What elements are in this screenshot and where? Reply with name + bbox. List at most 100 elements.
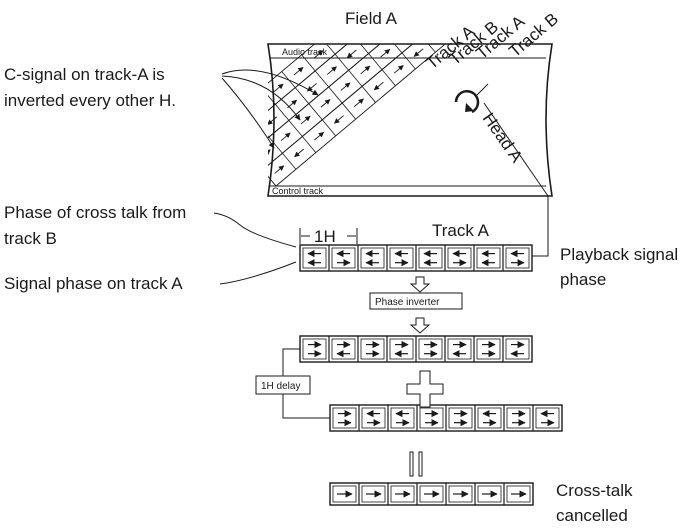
track-phase-arrow	[333, 115, 344, 124]
phase-inverter-box: Phase inverter	[369, 292, 463, 310]
plus-icon	[406, 370, 444, 408]
signal-cell	[389, 338, 414, 360]
signal-cell	[360, 247, 385, 269]
signal-cell	[419, 407, 444, 429]
signal-cell	[331, 247, 356, 269]
track-phase-arrow	[367, 33, 376, 41]
signal-cell	[506, 407, 531, 429]
head-output-line	[532, 196, 549, 257]
track-cell-divider	[428, 3, 441, 19]
c-signal-text-1: C-signal on track-A is	[4, 65, 165, 84]
track-phase-arrow	[326, 66, 337, 75]
phase-inverter-label: Phase inverter	[375, 297, 440, 308]
signal-cell	[332, 407, 357, 429]
track-phase-arrow	[313, 50, 324, 59]
signal-cell	[389, 247, 414, 269]
track-phase-arrow	[340, 82, 351, 91]
track-phase-arrow	[314, 131, 325, 141]
down-arrow-icon	[409, 276, 431, 293]
track-phase-arrow	[294, 148, 305, 158]
signal-phase-pointer	[219, 261, 297, 285]
signal-cell	[477, 485, 502, 503]
field-title: Field A	[345, 9, 398, 28]
signal-cell	[419, 485, 444, 503]
tape: Audio track Control track	[267, 43, 553, 197]
result-row	[329, 482, 534, 506]
track-phase-arrow	[374, 0, 383, 8]
track-cell-divider	[302, 136, 317, 153]
track-phase-arrow	[413, 48, 424, 57]
track-cell-divider	[321, 119, 337, 137]
track-cell-divider	[268, 94, 276, 105]
one-h-dimension: 1H	[299, 227, 358, 246]
signal-cell	[476, 338, 501, 360]
signal-cell	[535, 407, 560, 429]
c-signal-text-2: inverted every other H.	[4, 91, 176, 110]
track-cell-divider	[282, 152, 297, 170]
track-cell-divider	[341, 102, 356, 120]
track-phase-arrow	[373, 81, 384, 91]
signal-cell	[332, 485, 357, 503]
track-phase-arrow	[293, 66, 304, 76]
track-phase-arrow	[440, 0, 449, 7]
track-phase-arrow	[393, 65, 404, 74]
track-cell-divider	[361, 86, 376, 103]
track-a-row-label: Track A	[432, 221, 490, 240]
track-cell-divider	[308, 103, 323, 121]
signal-cell	[361, 407, 386, 429]
track-phase-arrow	[434, 32, 443, 40]
track-phase-arrow	[273, 83, 284, 93]
track-cell-divider	[401, 52, 416, 70]
track-phase-arrow	[248, 134, 257, 142]
track-cell-divider	[334, 53, 349, 71]
track-cell-divider	[415, 0, 428, 3]
track-phase-arrow	[474, 0, 483, 6]
signal-cell	[448, 485, 473, 503]
c-signal-pointers	[221, 69, 319, 149]
track-phase-arrow	[454, 15, 463, 23]
playback-text-2: phase	[560, 270, 606, 289]
delayed-row	[329, 404, 563, 432]
track-cell-divider	[294, 87, 310, 104]
track-phase-arrow	[380, 49, 391, 58]
crosstalk-text-1: Phase of cross talk from	[4, 203, 186, 222]
track-phase-arrow	[420, 16, 429, 24]
track-phase-arrow	[254, 101, 263, 109]
down-arrow-icon	[409, 317, 431, 334]
signal-cell	[418, 338, 443, 360]
track-phase-arrow	[268, 116, 278, 125]
head-a-icon	[454, 83, 549, 197]
signal-cell	[448, 407, 473, 429]
signal-cell	[390, 407, 415, 429]
track-cell-divider	[448, 0, 461, 3]
flow-arrows	[409, 276, 431, 334]
signal-cell	[331, 338, 356, 360]
signal-phase-text: Signal phase on track A	[4, 274, 183, 293]
track-strip	[268, 44, 446, 187]
signal-cell	[361, 485, 386, 503]
track-phase-arrow	[274, 165, 285, 174]
signal-cell	[505, 247, 530, 269]
track-cell-divider	[328, 86, 343, 104]
result-text-2: cancelled	[556, 506, 628, 525]
track-phase-arrow	[360, 65, 371, 75]
control-track-label: Control track	[272, 186, 324, 196]
track-cell-divider	[348, 70, 363, 87]
signal-cell	[506, 485, 531, 503]
track-cell-divider	[275, 104, 290, 121]
signal-cell	[476, 247, 501, 269]
result-text-1: Cross-talk	[556, 481, 633, 500]
track-cell-divider	[359, 44, 369, 54]
equals-icon	[409, 451, 423, 477]
track-phase-arrow	[268, 149, 271, 155]
signal-cell	[477, 407, 502, 429]
track-cell-divider	[242, 105, 255, 121]
track-phase-arrow	[300, 115, 311, 125]
delay-branch: 1H delay	[255, 348, 330, 419]
track-cell-divider	[288, 120, 303, 137]
track-phase-arrow	[320, 99, 331, 108]
track-cell-divider	[326, 44, 336, 55]
track-cell-divider	[368, 53, 383, 70]
one-h-label: 1H	[314, 227, 336, 246]
